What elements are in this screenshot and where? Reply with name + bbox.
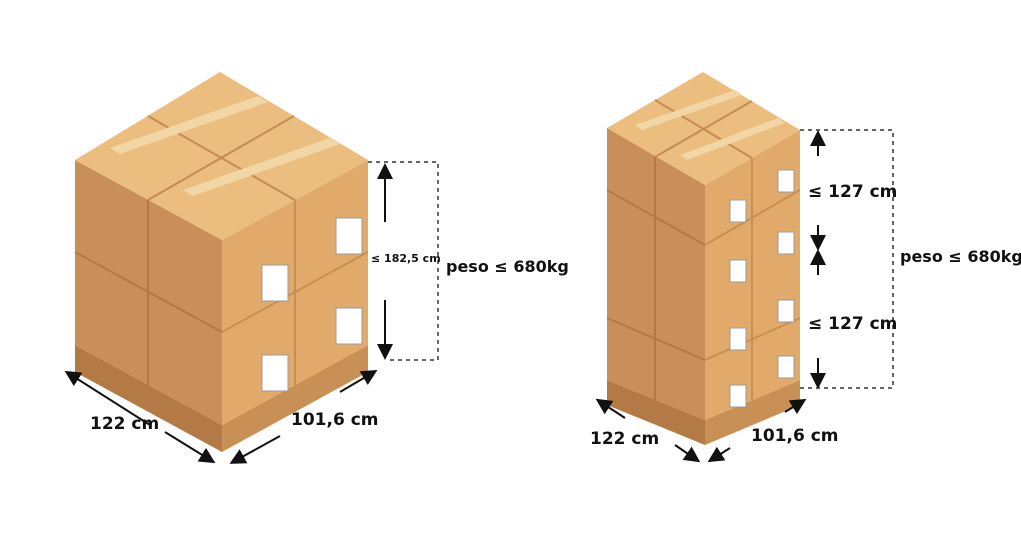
pallet-left-face xyxy=(75,345,222,452)
left-length-arrow xyxy=(64,370,151,426)
left-width-label: 101,6 cm xyxy=(291,410,378,430)
left-height-dimension xyxy=(368,161,439,361)
right-pallet-stack xyxy=(606,72,801,445)
left-length-label: 122 cm xyxy=(90,414,159,434)
right-width-label: 101,6 cm xyxy=(751,426,838,446)
right-weight-label: peso ≤ 680kg xyxy=(900,247,1021,266)
right-height-dimension xyxy=(800,129,894,389)
left-height-label: ≤ 182,5 cm xyxy=(371,252,441,265)
right-upper-height-label: ≤ 127 cm xyxy=(808,182,897,202)
left-pallet-stack xyxy=(74,72,369,452)
left-width-arrow xyxy=(229,435,281,464)
pallet-right-face xyxy=(222,345,368,452)
right-length-label: 122 cm xyxy=(590,429,659,449)
right-lower-height-label: ≤ 127 cm xyxy=(808,314,897,334)
box-top-face xyxy=(75,72,368,240)
left-weight-label: peso ≤ 680kg xyxy=(446,257,569,276)
